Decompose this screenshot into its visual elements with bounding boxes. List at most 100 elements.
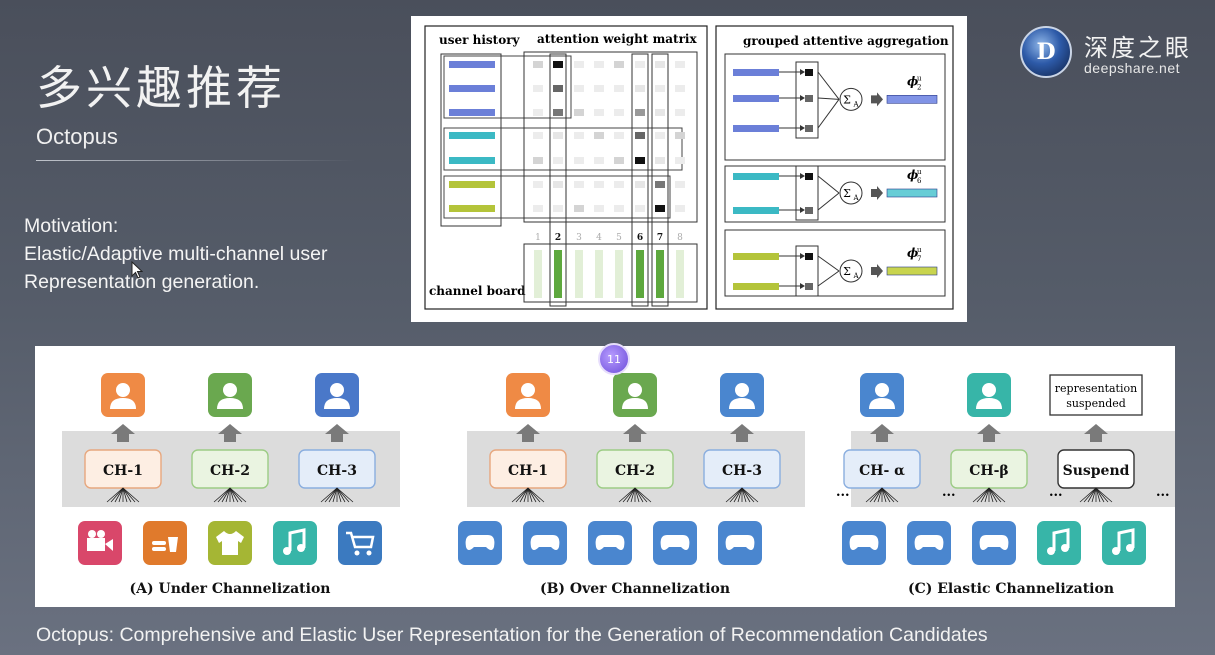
paper-citation: Octopus: Comprehensive and Elastic User … (36, 624, 988, 646)
attention-cell (594, 157, 604, 164)
channel-representation-bar (886, 266, 938, 276)
user-body-icon (515, 398, 541, 409)
fan-line (988, 487, 1002, 503)
fan-line (622, 487, 636, 503)
cart-wheel (366, 550, 372, 556)
fan-line (523, 487, 529, 503)
fan-line (221, 487, 231, 503)
ellipsis-text: ... (1049, 485, 1063, 500)
history-item-bar (449, 205, 495, 212)
arrow-head (800, 125, 805, 131)
cart-basket (346, 531, 375, 549)
fan-line (729, 487, 743, 503)
attention-figure: user history attention weight matrix gro… (411, 16, 967, 322)
attention-cell (675, 109, 685, 116)
fan-line (511, 487, 529, 503)
aggregation-group-frame (724, 165, 946, 223)
attention-cell (635, 61, 645, 68)
fan-line (527, 487, 541, 503)
channel-representation-bar (886, 188, 938, 198)
output-arrow-icon (871, 186, 883, 200)
attention-cell (533, 132, 543, 139)
phi-subscript: 2 (917, 83, 921, 91)
weight-cell (805, 207, 813, 214)
fan-line (869, 487, 883, 503)
attention-cell (655, 181, 665, 188)
fan-line (225, 487, 231, 503)
fan-line (1087, 487, 1097, 503)
attention-figure-svg: user history attention weight matrix gro… (424, 25, 954, 310)
fan-line (122, 487, 140, 503)
attention-cell (635, 157, 645, 164)
camera-reel (97, 530, 105, 538)
arrow-head (800, 95, 805, 101)
motivation-line-2: Elastic/Adaptive multi-channel user (24, 243, 328, 265)
user-body-icon (976, 398, 1002, 409)
attention-cell (574, 157, 584, 164)
highlight-column-frame (631, 53, 649, 307)
attention-cell (675, 181, 685, 188)
fan-line (229, 487, 247, 503)
channel-slot-bar (575, 250, 583, 298)
attention-cell (614, 85, 624, 92)
group-frame-3 (443, 175, 671, 219)
attention-cell (533, 205, 543, 212)
suspended-box (1049, 374, 1143, 416)
channel-label: CH-2 (210, 463, 250, 479)
history-item-bar (449, 61, 495, 68)
music-note-head (1126, 544, 1134, 552)
weight-cell (805, 283, 813, 290)
history-item-bar (449, 109, 495, 116)
channel-label: CH-3 (317, 463, 357, 479)
weight-cell (805, 69, 813, 76)
suspended-label-line1: representation (1055, 382, 1137, 395)
arrow-head (800, 283, 805, 289)
aggregation-line (817, 71, 840, 100)
channel-slot-bar (656, 250, 664, 298)
title-underline (36, 160, 356, 161)
fan-line (741, 487, 747, 503)
channel-slot-bar (595, 250, 603, 298)
phi-symbol: ϕ (907, 168, 919, 182)
user-body-icon (622, 398, 648, 409)
sum-node (839, 87, 863, 111)
fan-line (1095, 487, 1105, 503)
user-head-icon (116, 383, 130, 397)
attention-cell (574, 109, 584, 116)
highlight-column-frame (651, 53, 669, 307)
music-note-head (283, 547, 291, 555)
logo-name-en: deepshare.net (1084, 60, 1181, 76)
aggregation-line (817, 99, 840, 129)
attention-cell (614, 181, 624, 188)
attention-cell (655, 61, 665, 68)
history-frame (440, 53, 502, 227)
ellipsis-text: ... (836, 485, 850, 500)
fan-line (984, 487, 990, 503)
channel-slot-bar (534, 250, 542, 298)
aggregation-label: grouped attentive aggregation (743, 34, 949, 48)
overlay-badge[interactable]: 11 (598, 343, 630, 375)
weight-cell (805, 253, 813, 260)
fan-line (328, 487, 338, 503)
gamepad-shape (660, 535, 690, 550)
aggregation-line (817, 255, 840, 272)
panel-caption: (B) Over Channelization (540, 581, 730, 597)
attention-cell (533, 181, 543, 188)
fan-line (725, 487, 743, 503)
panel-caption: (A) Under Channelization (130, 581, 331, 597)
arrow-head (800, 173, 805, 179)
history-item-bar (449, 181, 495, 188)
fan-line (1095, 487, 1101, 503)
sum-symbol: Σ (843, 93, 851, 106)
attention-cell (635, 132, 645, 139)
attention-cell (533, 61, 543, 68)
user-body-icon (217, 398, 243, 409)
camera-body (87, 538, 105, 551)
item-tile (338, 521, 382, 565)
item-tile (1102, 521, 1146, 565)
weight-cell (805, 125, 813, 132)
motivation-line-3: Representation generation. (24, 271, 260, 293)
